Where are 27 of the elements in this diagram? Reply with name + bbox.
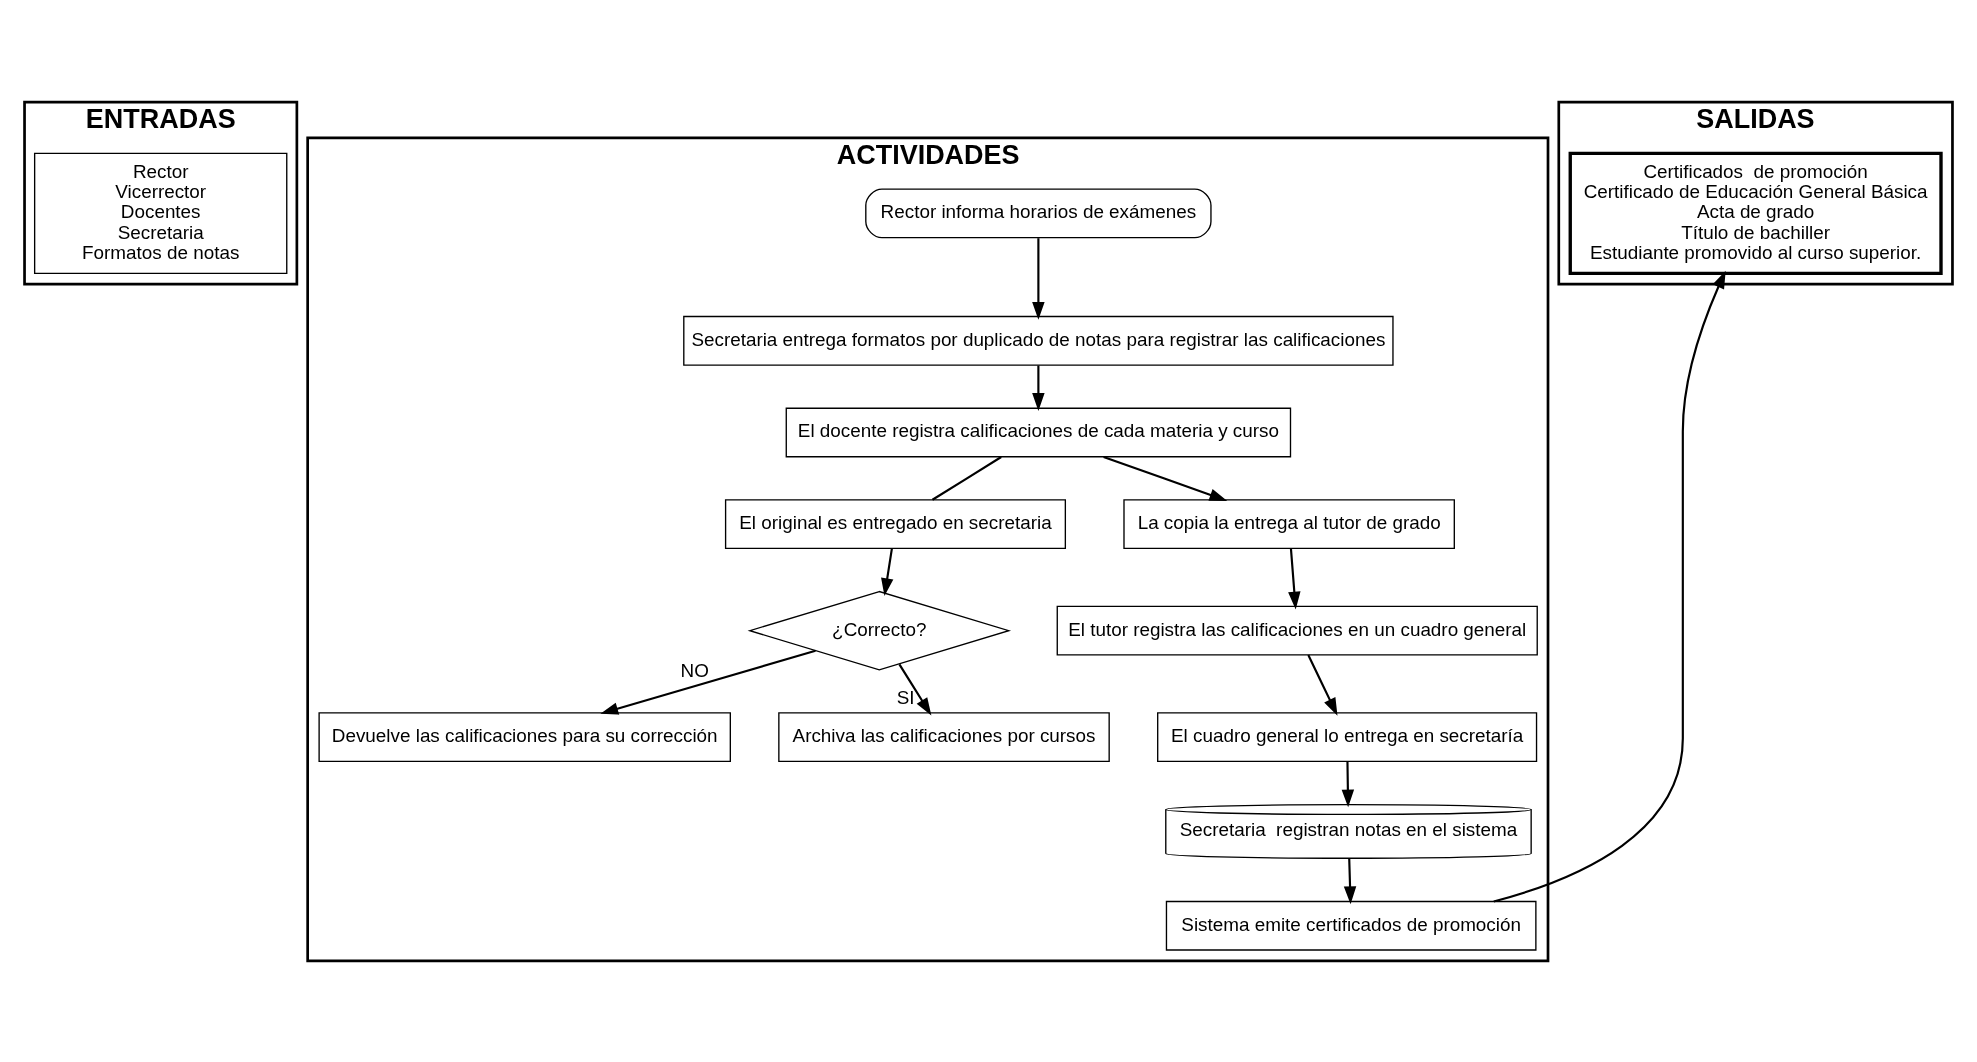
node-box: El original es entregado en secretaria <box>724 498 1067 549</box>
node-box: Sistema emite certificados de promoción <box>1165 900 1537 951</box>
connector <box>931 455 1002 501</box>
arrow <box>1032 365 1045 411</box>
arrow <box>898 663 932 716</box>
arrow <box>1307 654 1338 716</box>
node-box: La copia la entrega al tutor de grado <box>1123 498 1455 549</box>
arrow <box>1288 547 1301 610</box>
edge-label: NO <box>680 659 709 681</box>
node-box: El docente registra calificaciones de cada materia y curso <box>785 407 1292 457</box>
edge-label: SI <box>896 686 915 708</box>
arrow <box>1103 455 1228 501</box>
node-box: El cuadro general lo entrega en secretaría <box>1157 711 1538 762</box>
arrow <box>1343 857 1357 904</box>
node-box: Rector informa horarios de exámenes <box>865 187 1212 238</box>
node-diamond: ¿Correcto? <box>747 590 1012 670</box>
node-box: Archiva las calificaciones por cursos <box>778 711 1110 762</box>
node-box: Certificados de promoción Certificado de Educación General Básica Acta de grado Título de bachiller Estudiante promovido al curso superior. <box>1568 151 1943 275</box>
arrow <box>1341 761 1355 807</box>
arrow <box>600 649 816 715</box>
node-box: Devuelve las calificaciones para su corrección <box>318 711 731 762</box>
node-box: Secretaria entrega formatos por duplicado de notas para registrar las calificaciones <box>683 315 1394 366</box>
arrow <box>1493 270 1726 902</box>
node-box: Rector Vicerrector Docentes Secretaria Formatos de notas <box>33 152 288 274</box>
arrow <box>881 547 894 596</box>
node-box: El tutor registra las calificaciones en un cuadro general <box>1056 605 1538 656</box>
arrow <box>1032 237 1045 320</box>
